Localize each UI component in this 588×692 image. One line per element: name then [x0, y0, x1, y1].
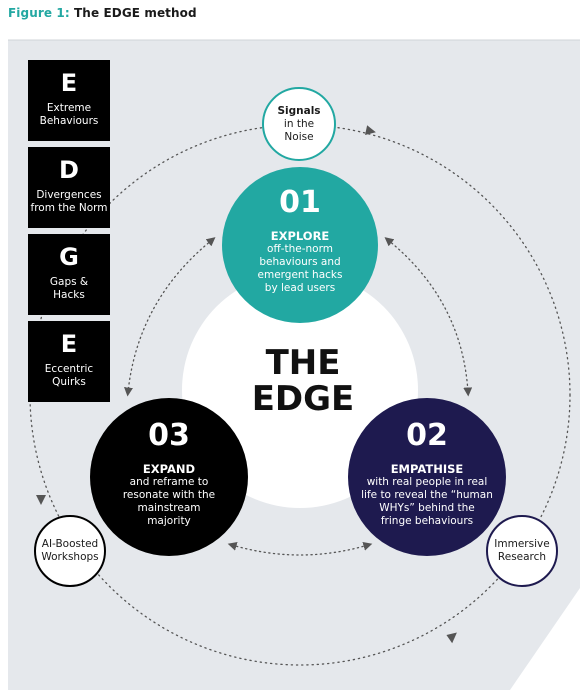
- sidebar-letter: E: [60, 69, 78, 97]
- stage-heading: EXPLORE: [270, 229, 330, 243]
- orbit-arrow-left: [36, 495, 46, 505]
- connector-03-02: [227, 541, 373, 556]
- satellite-workshops: AI-Boosted Workshops: [34, 515, 106, 587]
- satellite-signals-text: in the Noise: [283, 117, 315, 143]
- sidebar-box-divergences: D Divergences from the Norm: [28, 147, 110, 228]
- connector-01-03: [124, 237, 216, 397]
- stage-number: 03: [148, 418, 190, 453]
- stage-03-expand: 03 EXPAND and reframe to resonate with t…: [90, 398, 248, 556]
- orbit-arrow-top-right: [365, 125, 376, 136]
- figure-label: Figure 1:: [8, 6, 70, 20]
- satellite-signals: Signals in the Noise: [262, 87, 336, 161]
- connector-01-02: [384, 237, 473, 397]
- sidebar-box-gaps: G Gaps & Hacks: [28, 234, 110, 315]
- stage-number: 01: [279, 185, 321, 220]
- satellite-research-text: Immersive Research: [494, 538, 550, 563]
- sidebar-desc: Eccentric Quirks: [44, 363, 94, 388]
- stage-02-empathise: 02 EMPATHISE with real people in real li…: [348, 398, 506, 556]
- stage-heading: EMPATHISE: [390, 462, 464, 476]
- stage-01-explore: 01 EXPLORE off-the-norm behaviours and e…: [222, 167, 378, 323]
- satellite-workshops-text: AI-Boosted Workshops: [41, 538, 99, 563]
- figure-title-text: The EDGE method: [74, 6, 197, 20]
- satellite-signals-bold: Signals: [277, 104, 321, 117]
- sidebar-letter: D: [59, 156, 79, 184]
- sidebar-box-eccentric: E Eccentric Quirks: [28, 321, 110, 402]
- stage-text: with real people in real life to reveal …: [361, 476, 493, 527]
- sidebar-desc: Extreme Behaviours: [39, 102, 99, 127]
- sidebar-box-extreme: E Extreme Behaviours: [28, 60, 110, 141]
- sidebar-letter: G: [59, 243, 79, 271]
- sidebar-desc: Divergences from the Norm: [30, 189, 108, 214]
- figure-title: Figure 1: The EDGE method: [8, 6, 197, 20]
- stage-heading: EXPAND: [142, 462, 196, 476]
- orbit-arrow-bottom-right: [446, 632, 457, 644]
- stage-number: 02: [406, 418, 448, 453]
- satellite-research: Immersive Research: [486, 515, 558, 587]
- center-title: THE EDGE: [251, 343, 355, 419]
- sidebar-letter: E: [60, 330, 78, 358]
- sidebar-desc: Gaps & Hacks: [49, 276, 89, 301]
- stage-text: off-the-norm behaviours and emergent hac…: [257, 243, 343, 294]
- stage-text: and reframe to resonate with the mainstr…: [122, 476, 216, 527]
